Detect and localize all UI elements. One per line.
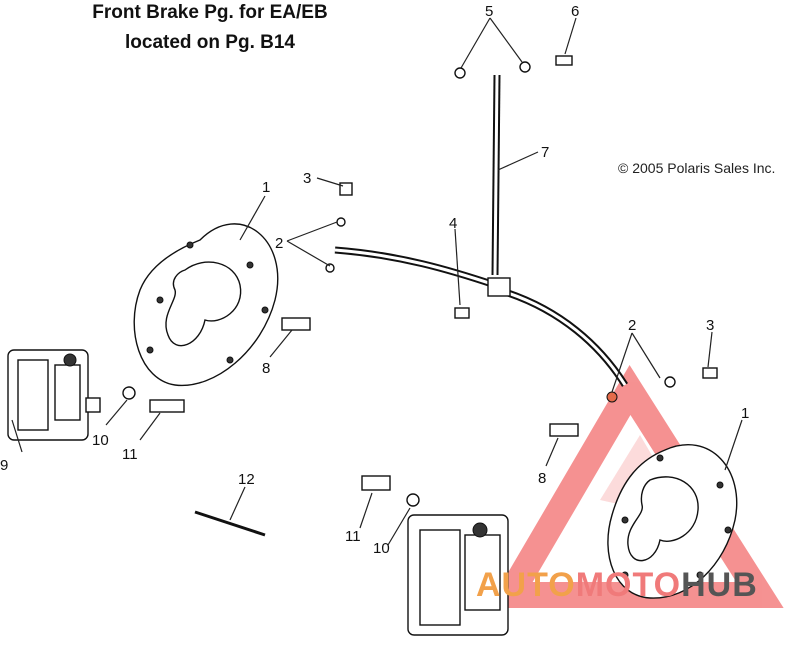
header-line-1: Front Brake Pg. for EA/EB xyxy=(92,2,328,23)
copyright-notice: © 2005 Polaris Sales Inc. xyxy=(618,160,776,176)
sealing-washer-top-right xyxy=(519,61,531,73)
banjo-bolt-left xyxy=(339,182,353,196)
brake-junction-block xyxy=(487,277,511,297)
caliper-bolt-right xyxy=(361,475,391,491)
watermark-hub: HUB xyxy=(681,566,758,604)
callout-11-right: 11 xyxy=(345,528,361,545)
callout-10-left: 10 xyxy=(92,432,109,449)
watermark-text: AUTOMOTOHUB xyxy=(476,566,758,605)
callout-3-left: 3 xyxy=(303,170,311,187)
caliper-bolt-left xyxy=(149,399,185,413)
brake-disc-right xyxy=(607,444,738,599)
callout-12: 12 xyxy=(238,471,255,488)
callout-1-right: 1 xyxy=(741,405,749,422)
leader-lines xyxy=(11,17,743,546)
washer-left-lower xyxy=(325,263,335,273)
brake-pad-shim xyxy=(194,510,266,537)
brake-caliper-left xyxy=(7,349,101,441)
brake-caliper-right xyxy=(407,514,509,636)
callout-8-right: 8 xyxy=(538,470,546,487)
callout-2-right: 2 xyxy=(628,317,636,334)
callout-6: 6 xyxy=(571,3,579,20)
callout-8-left: 8 xyxy=(262,360,270,377)
brake-hose-vertical xyxy=(491,74,501,276)
callout-3-right: 3 xyxy=(706,317,714,334)
caliper-washer-left xyxy=(122,386,136,400)
callout-5: 5 xyxy=(485,3,493,20)
callout-2-left: 2 xyxy=(275,235,283,252)
banjo-bolt-right xyxy=(702,367,718,379)
callout-7: 7 xyxy=(541,144,549,161)
washer-left-upper xyxy=(336,217,346,227)
mount-bolt-junction xyxy=(454,307,470,319)
callout-1-left: 1 xyxy=(262,179,270,196)
brake-hose-left xyxy=(334,246,497,289)
brake-disc-left xyxy=(133,223,279,387)
washer-right-upper xyxy=(664,376,676,388)
callout-4: 4 xyxy=(449,215,457,232)
callout-11-left: 11 xyxy=(122,446,138,463)
banjo-bolt-top xyxy=(555,55,573,66)
callout-9: 9 xyxy=(0,457,8,474)
watermark-auto: AUTO xyxy=(476,566,576,604)
caliper-washer-right xyxy=(406,493,420,507)
washer-right-lower xyxy=(606,391,618,403)
watermark-moto: MOTO xyxy=(575,566,682,604)
rotor-bolt-right xyxy=(549,423,579,437)
callout-10-right: 10 xyxy=(373,540,390,557)
header-line-2: located on Pg. B14 xyxy=(125,32,295,53)
brake-hose-right xyxy=(503,288,628,387)
rotor-bolt-left xyxy=(281,317,311,331)
sealing-washer-top-left xyxy=(454,67,466,79)
